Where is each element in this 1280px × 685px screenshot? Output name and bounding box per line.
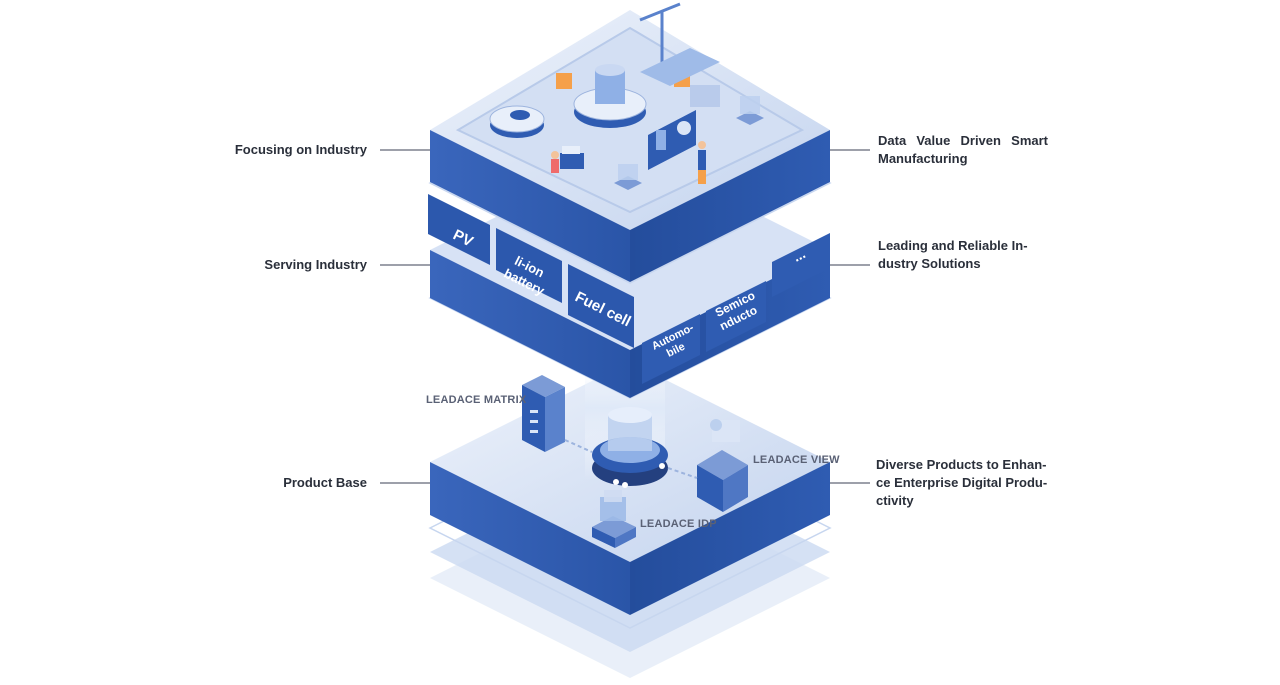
layer-description-data-value: Data Value Driven Smart Manufacturing xyxy=(878,132,1048,168)
description-line: ce Enterprise Digital Produ- xyxy=(876,475,1048,490)
layer-label-product-base: Product Base xyxy=(283,475,367,490)
view-device-icon xyxy=(697,419,748,512)
industry-tiles xyxy=(428,194,830,384)
idp-device-icon xyxy=(592,490,636,548)
description-line: dustry Solutions xyxy=(878,256,981,271)
product-label-idp: LEADACE IDP xyxy=(640,518,717,530)
description-line: Leading and Reliable In- xyxy=(878,238,1028,253)
industry-tile xyxy=(568,264,634,348)
industry-tile xyxy=(496,228,562,303)
industry-tile xyxy=(706,281,766,352)
central-hub-icon xyxy=(592,407,668,488)
leader-lines xyxy=(380,149,870,484)
description-line: Data Value Driven Smart xyxy=(878,133,1048,148)
product-label-matrix: LEADACE MATRIX xyxy=(426,394,527,406)
industry-tile xyxy=(642,314,700,384)
layer-description-industry-solutions: Leading and Reliable In- dustry Solution… xyxy=(878,237,1048,273)
layer-label-serving-industry: Serving Industry xyxy=(264,257,367,272)
description-line: Diverse Products to Enhan- xyxy=(876,457,1047,472)
layer-description-diverse-products: Diverse Products to Enhan- ce Enterprise… xyxy=(876,456,1056,510)
matrix-server-icon xyxy=(522,375,565,452)
industry-tile xyxy=(428,194,490,265)
description-line: ctivity xyxy=(876,493,914,508)
layer-label-focusing-on-industry: Focusing on Industry xyxy=(234,142,367,157)
description-line: Manufacturing xyxy=(878,151,968,166)
smart-factory-scene xyxy=(489,2,764,190)
product-icons xyxy=(522,375,748,548)
industry-tile xyxy=(772,233,830,297)
product-label-view: LEADACE VIEW xyxy=(753,454,840,466)
